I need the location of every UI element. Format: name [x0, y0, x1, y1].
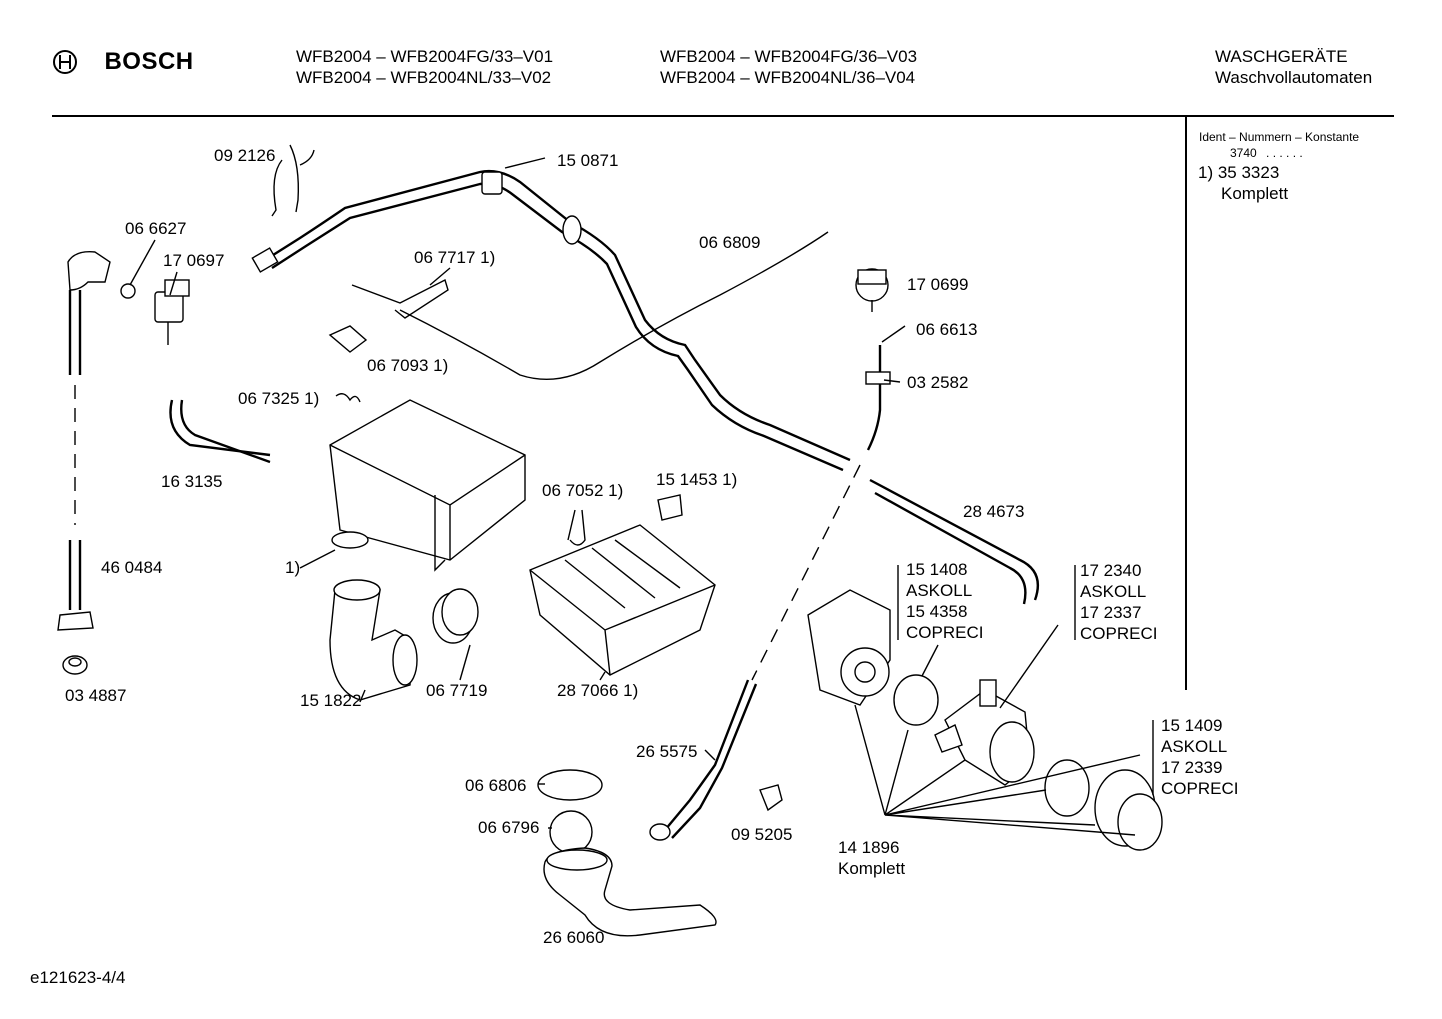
part-label-group: 17 2340 ASKOLL 17 2337 COPRECI [1080, 560, 1157, 644]
part-label: 28 7066 1) [557, 681, 639, 700]
note-text: Komplett [1221, 184, 1289, 203]
category-line: Waschvollautomaten [1215, 68, 1373, 87]
model-line: WFB2004 – WFB2004NL/33–V02 [296, 68, 552, 87]
part-label: 06 7325 1) [238, 389, 320, 408]
part-number: 17 2340 [1080, 561, 1142, 580]
fastener [328, 325, 368, 353]
part-label: 46 0484 [101, 558, 163, 577]
pump-housing [934, 679, 1035, 786]
model-line: WFB2004 – WFB2004NL/36–V04 [660, 68, 916, 87]
bellow [329, 579, 418, 701]
part-vendor: ASKOLL [1080, 582, 1147, 601]
part-label: 06 6809 [699, 233, 761, 252]
part-vendor: ASKOLL [906, 581, 973, 600]
part-label: 17 0697 [163, 251, 225, 270]
ball [549, 810, 593, 854]
part-label: 06 7093 1) [367, 356, 449, 375]
grommet [62, 655, 88, 675]
pressure-switch [855, 268, 889, 312]
bracket [351, 278, 449, 319]
note-number: 1) 35 3323 [1198, 163, 1280, 182]
part-label: 15 1822 [300, 691, 362, 710]
part-label-group: 15 1408 ASKOLL 15 4358 COPRECI [906, 559, 983, 643]
part-label: 15 1453 1) [656, 470, 738, 489]
constant-dots: . . . . . . [1266, 146, 1303, 160]
part-number: 15 4358 [906, 602, 968, 621]
brand-name: BOSCH [104, 48, 194, 75]
part-number: 17 2337 [1080, 603, 1142, 622]
hose-clamp [271, 144, 315, 217]
drawing-id: e121623-4/4 [30, 968, 126, 987]
part-number: 15 1409 [1161, 716, 1223, 735]
drain-hose [869, 478, 1040, 605]
part-label: 28 4673 [963, 502, 1025, 521]
part-label: 03 2582 [907, 373, 969, 392]
flap [657, 494, 683, 521]
part-note: Komplett [838, 859, 906, 878]
part-label: 1) [285, 558, 301, 577]
inlet-elbow [67, 251, 111, 375]
tube-clip [865, 371, 891, 385]
part-vendor: COPRECI [906, 623, 984, 642]
model-line: WFB2004 – WFB2004FG/36–V03 [660, 47, 918, 66]
part-label-group: 15 1409 ASKOLL 17 2339 COPRECI [1161, 715, 1238, 799]
inlet-hose [251, 169, 851, 472]
hook [567, 509, 586, 546]
label-leaders [129, 157, 1154, 829]
filter [1094, 769, 1163, 851]
part-number: 14 1896 [838, 838, 900, 857]
guide-line [751, 464, 861, 681]
category: WASCHGERÄTE Waschvollautomaten [1215, 46, 1372, 88]
o-ring [893, 674, 939, 726]
part-vendor: COPRECI [1080, 624, 1158, 643]
model-list-1: WFB2004 – WFB2004FG/33–V01 WFB2004 – WFB… [296, 46, 553, 88]
bowden-cable [399, 231, 829, 380]
part-number: 17 2339 [1161, 758, 1223, 777]
part-label: 26 5575 [636, 742, 698, 761]
part-label: 09 5205 [731, 825, 793, 844]
seal-ring [1044, 759, 1090, 817]
detergent-drawer [529, 524, 716, 676]
model-line: WFB2004 – WFB2004FG/33–V01 [296, 47, 554, 66]
detergent-housing [329, 399, 526, 572]
category-line: WASCHGERÄTE [1215, 47, 1348, 66]
clip [759, 784, 783, 812]
part-vendor: ASKOLL [1161, 737, 1228, 756]
bosch-armature-icon [53, 50, 77, 74]
ident-heading: Ident – Nummern – Konstante [1199, 130, 1360, 144]
model-list-2: WFB2004 – WFB2004FG/36–V03 WFB2004 – WFB… [660, 46, 917, 88]
part-label: 06 7719 [426, 681, 488, 700]
group-leaders [854, 704, 1141, 836]
part-label: 06 6806 [465, 776, 527, 795]
pressure-tube [866, 345, 882, 451]
hose [169, 399, 271, 457]
part-label: 03 4887 [65, 686, 127, 705]
sump-hose [543, 847, 717, 937]
part-label-group: 14 1896 Komplett [838, 837, 905, 879]
part-label: 16 3135 [161, 472, 223, 491]
spring [335, 393, 361, 403]
constant-value: 3740 [1230, 146, 1257, 160]
part-label: 06 7052 1) [542, 481, 624, 500]
part-label: 26 6060 [543, 928, 605, 947]
fill-pipe [57, 540, 94, 631]
part-label: 09 2126 [214, 146, 276, 165]
part-number: 15 1408 [906, 560, 968, 579]
part-label: 06 6613 [916, 320, 978, 339]
brand-logo: BOSCH [52, 48, 194, 76]
part-label: 06 6796 [478, 818, 540, 837]
pressure-hose [649, 679, 758, 841]
ident-constant: 3740 . . . . . . [1230, 146, 1303, 161]
hose-clamp-ring [537, 769, 603, 801]
sleeve [432, 588, 479, 644]
drain-pump [807, 589, 891, 706]
part-label: 06 6627 [125, 219, 187, 238]
hose-edge [180, 399, 271, 464]
part-label: 17 0699 [907, 275, 969, 294]
part-label: 15 0871 [557, 151, 619, 170]
part-label: 06 7717 1) [414, 248, 496, 267]
washer [120, 283, 136, 299]
part-vendor: COPRECI [1161, 779, 1239, 798]
